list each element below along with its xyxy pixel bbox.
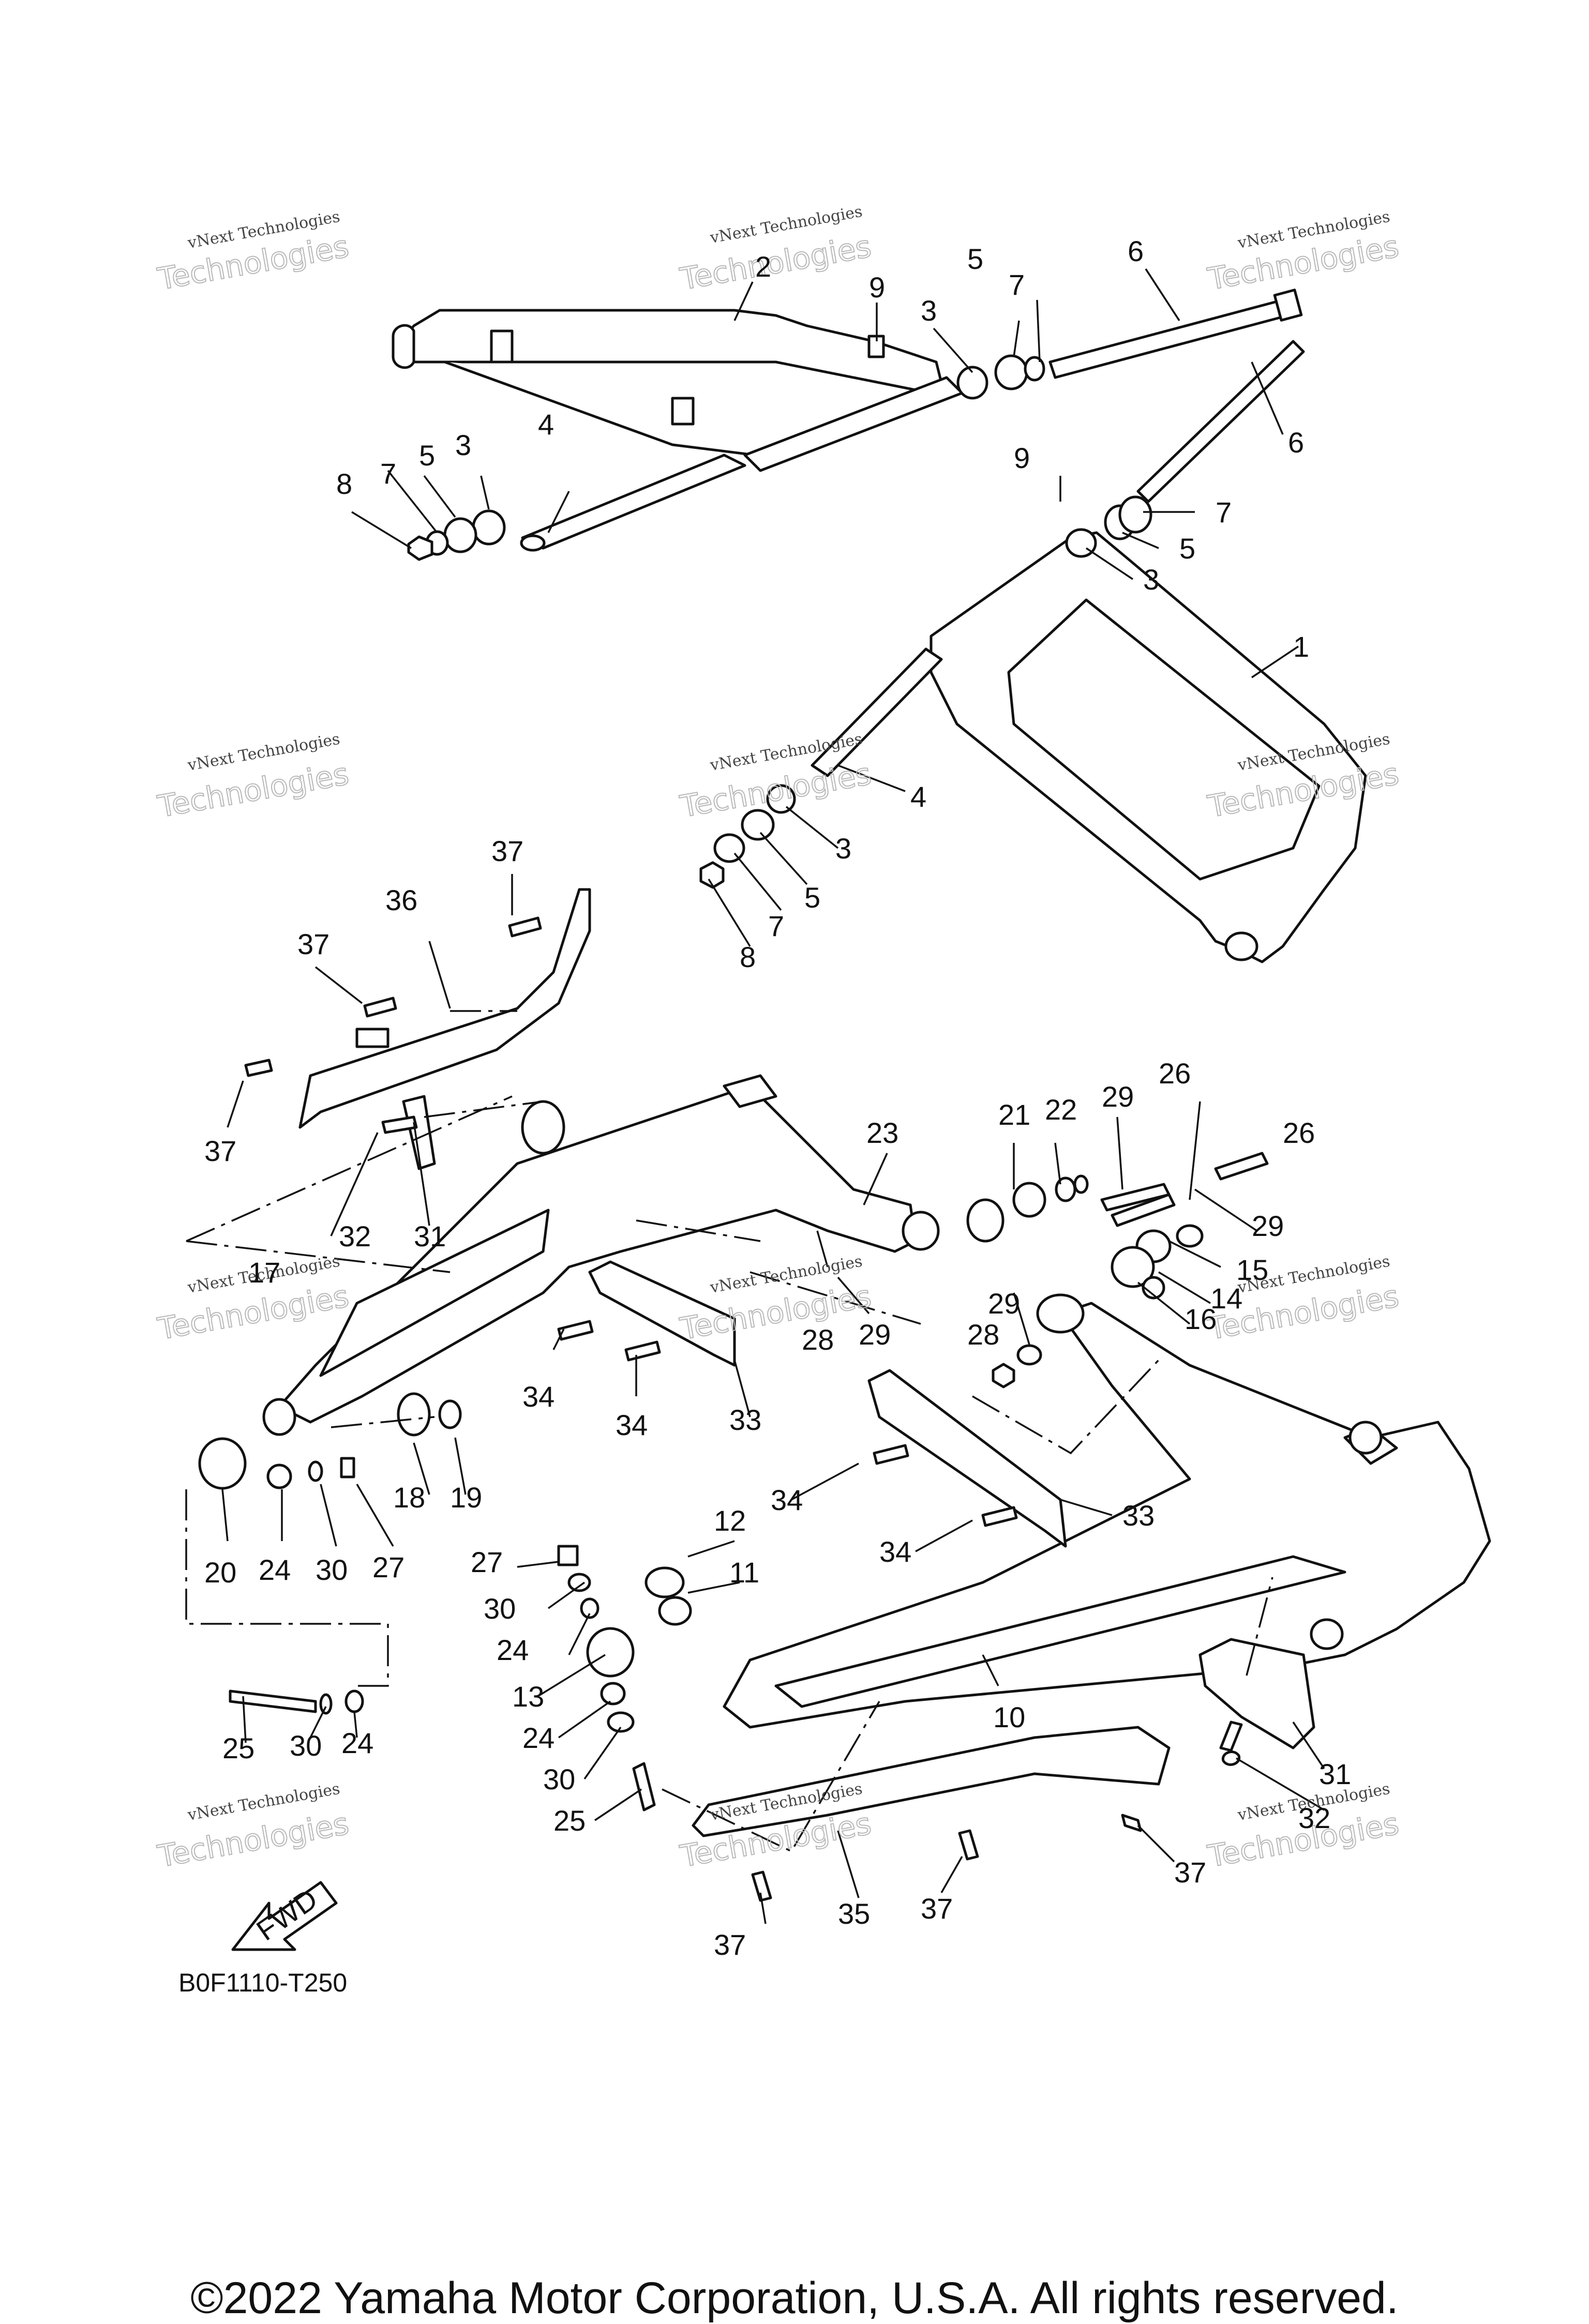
callout-15: 15 xyxy=(1236,1254,1268,1286)
callout-34: 34 xyxy=(616,1409,648,1441)
callout-17: 17 xyxy=(248,1256,280,1289)
callout-21: 21 xyxy=(998,1098,1030,1131)
callout-26: 26 xyxy=(1283,1116,1315,1149)
callout-37: 37 xyxy=(491,835,523,867)
callout-29: 29 xyxy=(988,1287,1020,1320)
callout-6: 6 xyxy=(1288,426,1304,459)
chain-guard-36 xyxy=(298,888,591,1129)
callout-33: 33 xyxy=(729,1404,761,1436)
watermark-text: Technologies xyxy=(155,756,352,824)
callout-8: 8 xyxy=(336,467,352,500)
bolt-parts xyxy=(244,916,1243,1902)
chain-slider-35 xyxy=(692,1726,1171,1837)
watermark-text: Technologies xyxy=(678,1278,874,1347)
callout-30: 30 xyxy=(316,1553,348,1586)
callout-10: 10 xyxy=(993,1701,1025,1733)
callout-30: 30 xyxy=(290,1729,322,1762)
callout-2: 2 xyxy=(755,250,771,283)
callout-19: 19 xyxy=(450,1481,482,1514)
callout-37: 37 xyxy=(921,1892,953,1925)
callout-33: 33 xyxy=(1122,1499,1155,1532)
callout-24: 24 xyxy=(522,1722,554,1754)
callout-6: 6 xyxy=(1128,235,1144,267)
diagram-code: B0F1110-T250 xyxy=(178,1968,348,1997)
callout-25: 25 xyxy=(553,1804,586,1837)
callout-27: 27 xyxy=(372,1551,404,1583)
callout-3: 3 xyxy=(921,294,937,327)
callout-5: 5 xyxy=(804,881,820,914)
callout-1: 1 xyxy=(1293,630,1309,663)
callout-27: 27 xyxy=(471,1546,503,1578)
chain-guard-33 xyxy=(588,1260,1067,1548)
plate-31 xyxy=(402,1095,1315,1749)
callout-28: 28 xyxy=(967,1318,999,1351)
callout-8: 8 xyxy=(740,941,756,973)
callouts: 2 9 3 5 7 6 6 9 7 5 3 1 4 3 5 7 8 4 3 5 … xyxy=(204,235,1351,1961)
callout-37: 37 xyxy=(204,1135,236,1167)
callout-29: 29 xyxy=(859,1318,891,1351)
callout-32: 32 xyxy=(1298,1802,1330,1834)
watermark-text: Technologies xyxy=(678,756,874,824)
callout-34: 34 xyxy=(771,1484,803,1516)
callout-24: 24 xyxy=(341,1727,373,1759)
callout-5: 5 xyxy=(1179,532,1195,565)
callout-12: 12 xyxy=(714,1504,746,1537)
callout-37: 37 xyxy=(1174,1856,1206,1889)
leader-lines xyxy=(221,268,1325,1924)
callout-4: 4 xyxy=(538,408,554,441)
callout-31: 31 xyxy=(1319,1758,1351,1790)
callout-7: 7 xyxy=(768,910,784,942)
callout-3: 3 xyxy=(1143,563,1159,596)
top-hardware xyxy=(407,289,1305,561)
lower-arm-frame xyxy=(699,495,1367,963)
callout-23: 23 xyxy=(866,1116,898,1149)
fwd-arrow: FWD xyxy=(231,1881,338,1951)
watermark-text: Technologies xyxy=(678,229,874,297)
swingarm-right-10 xyxy=(723,1293,1491,1729)
callout-14: 14 xyxy=(1210,1282,1242,1315)
callout-9: 9 xyxy=(869,271,885,304)
callout-11: 11 xyxy=(729,1556,759,1589)
callout-5: 5 xyxy=(967,243,983,275)
callout-29: 29 xyxy=(1102,1080,1134,1113)
callout-3: 3 xyxy=(455,429,471,461)
callout-13: 13 xyxy=(512,1680,544,1713)
callout-28: 28 xyxy=(802,1323,834,1356)
callout-3: 3 xyxy=(835,832,851,865)
callout-26: 26 xyxy=(1159,1057,1191,1090)
bushing-parts xyxy=(198,1392,692,1812)
watermark-text: Technologies xyxy=(155,1806,352,1874)
callout-37: 37 xyxy=(714,1928,746,1961)
callout-7: 7 xyxy=(1009,268,1025,301)
callout-32: 32 xyxy=(339,1220,371,1252)
callout-36: 36 xyxy=(385,884,417,916)
callout-34: 34 xyxy=(522,1380,554,1413)
callout-29: 29 xyxy=(1252,1210,1284,1242)
callout-7: 7 xyxy=(380,457,396,490)
callout-30: 30 xyxy=(484,1592,516,1625)
swingarm-left-17 xyxy=(262,1074,1269,1436)
assembly-lines xyxy=(185,1010,1273,1853)
callout-20: 20 xyxy=(204,1556,236,1589)
callout-4: 4 xyxy=(910,780,926,813)
copyright-notice: ©2022 Yamaha Motor Corporation, U.S.A. A… xyxy=(190,2273,1399,2323)
callout-5: 5 xyxy=(419,439,435,472)
callout-9: 9 xyxy=(1014,442,1030,474)
callout-22: 22 xyxy=(1045,1093,1077,1126)
upper-arm-frame xyxy=(392,309,943,457)
callout-7: 7 xyxy=(1216,496,1232,529)
callout-30: 30 xyxy=(543,1763,575,1795)
callout-24: 24 xyxy=(497,1634,529,1666)
callout-34: 34 xyxy=(879,1535,911,1568)
callout-24: 24 xyxy=(259,1553,291,1586)
callout-18: 18 xyxy=(393,1481,425,1514)
callout-25: 25 xyxy=(222,1732,254,1764)
callout-16: 16 xyxy=(1185,1303,1217,1335)
callout-35: 35 xyxy=(838,1897,870,1930)
callout-31: 31 xyxy=(414,1220,446,1252)
callout-37: 37 xyxy=(297,928,329,960)
